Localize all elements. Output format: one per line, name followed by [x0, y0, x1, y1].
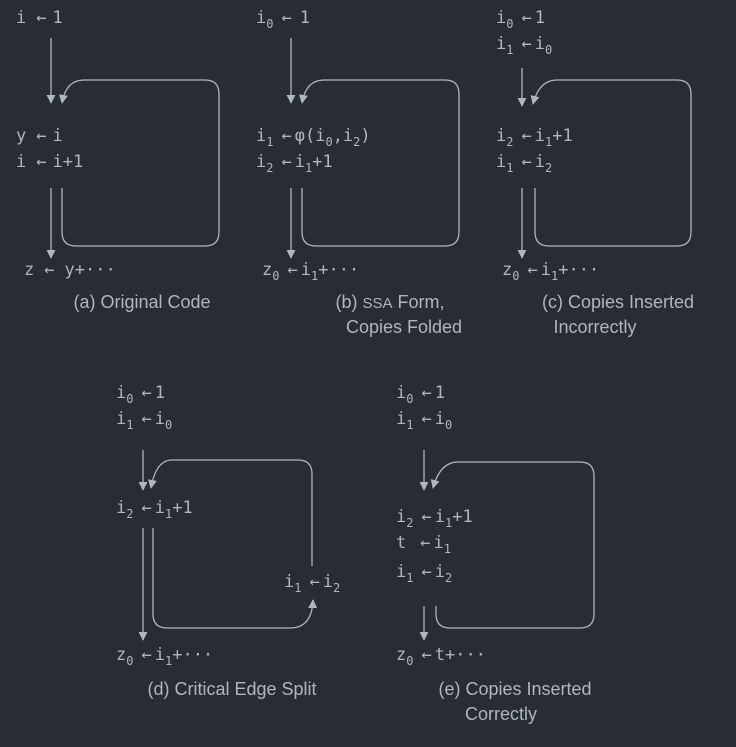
stmt-b-4: z0←i1+··· [262, 260, 359, 283]
edge-c-backedge [530, 79, 692, 247]
stmt-d-1: i0←1 [116, 383, 165, 406]
caption-b-line2: Copies Folded [346, 317, 462, 337]
stmt-c-1: i0←1 [496, 8, 545, 31]
stmt-a-1: i←1 [16, 8, 63, 28]
stmt-d-2: i1←i0 [116, 409, 172, 432]
stmt-b-1: i0←1 [256, 8, 310, 31]
stmt-e-6: z0←t+··· [396, 645, 486, 668]
stmt-d-5: z0←i1+··· [116, 645, 213, 668]
stmt-b-2: i1←φ(i0,i2) [256, 126, 371, 149]
caption-e-line2: Correctly [465, 704, 537, 724]
stmt-e-3: i2←i1+1 [396, 507, 473, 530]
caption-b-line1: (b) SSA Form, [335, 292, 444, 312]
stmt-e-1: i0←1 [396, 383, 445, 406]
stmt-c-5: z0←i1+··· [502, 260, 599, 283]
stmt-c-4: i1←i2 [496, 152, 552, 175]
stmt-d-4: i1←i2 [284, 572, 340, 595]
panel-a: i←1 y←i i←i+1 z←y+··· (a) Original Code [16, 8, 220, 312]
edge-a-backedge [58, 79, 220, 247]
edge-b-backedge [298, 79, 460, 247]
panel-b: i0←1 i1←φ(i0,i2) i2←i1+1 z0←i1+··· (b) S… [256, 8, 462, 337]
panel-c: i0←1 i1←i0 i2←i1+1 i1←i2 z0←i1+··· (c) C… [496, 8, 694, 337]
stmt-b-3: i2←i1+1 [256, 152, 333, 175]
caption-c-line1: (c) Copies Inserted [542, 292, 694, 312]
stmt-c-3: i2←i1+1 [496, 126, 573, 149]
caption-d: (d) Critical Edge Split [147, 679, 316, 699]
stmt-a-4: z←y+··· [24, 260, 116, 280]
edge-d-split-edge [152, 528, 318, 629]
stmt-e-2: i1←i0 [396, 409, 452, 432]
edge-d-backedge [147, 459, 313, 566]
stmt-d-3: i2←i1+1 [116, 498, 193, 521]
panel-e: i0←1 i1←i0 i2←i1+1 t←i1 i1←i2 z0←t+··· (… [396, 383, 595, 724]
stmt-a-2: y←i [16, 126, 63, 146]
caption-a: (a) Original Code [73, 292, 210, 312]
stmt-e-4: t←i1 [396, 533, 451, 556]
caption-e-line1: (e) Copies Inserted [438, 679, 591, 699]
caption-c-line2: Incorrectly [553, 317, 636, 337]
edge-e-backedge [430, 461, 595, 629]
stmt-e-5: i1←i2 [396, 562, 452, 585]
stmt-c-2: i1←i0 [496, 34, 552, 57]
panel-d: i0←1 i1←i0 i2←i1+1 i1←i2 z0←i1+··· (d) C… [116, 383, 340, 699]
stmt-a-3: i←i+1 [16, 152, 83, 172]
